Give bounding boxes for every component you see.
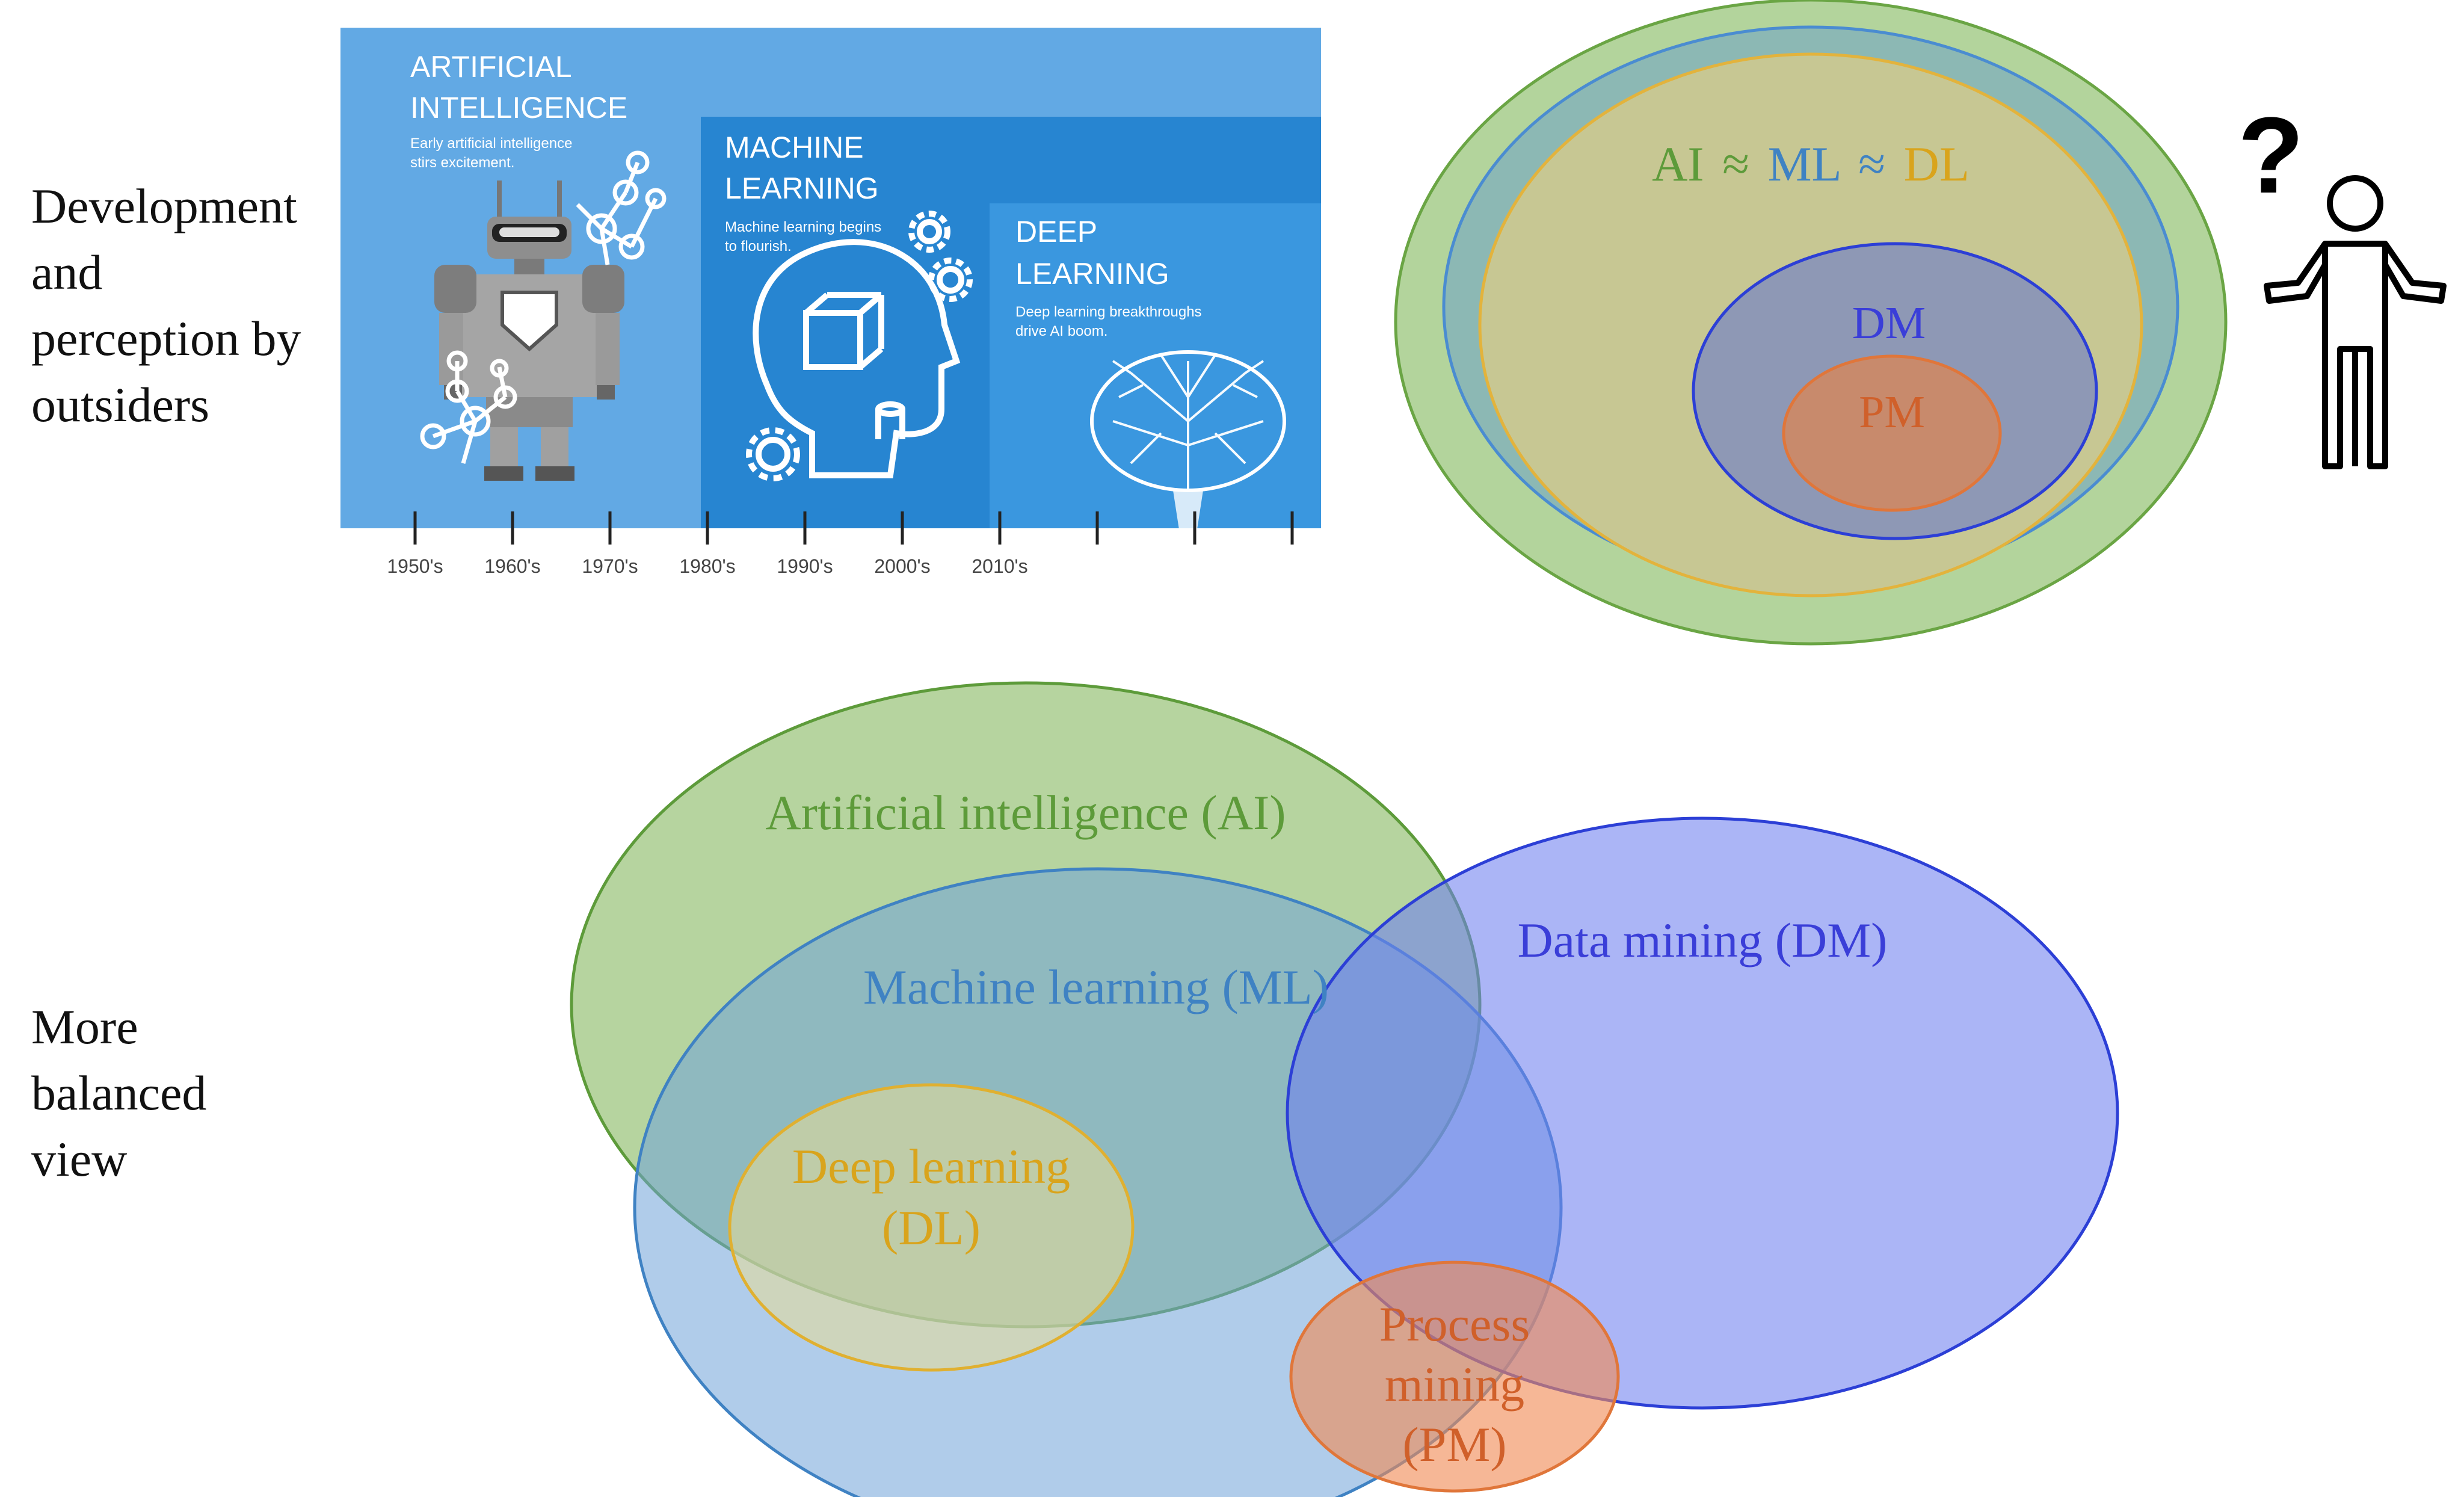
venn-pm-label: mining [1385, 1357, 1524, 1412]
perception-dm-label: DM [1852, 298, 1926, 348]
timeline-dl-description: drive AI boom. [1015, 323, 1107, 339]
venn-ml-label: Machine learning (ML) [863, 960, 1329, 1014]
venn-ai-label: Artificial intelligence (AI) [765, 785, 1286, 840]
venn-dl-label: (DL) [882, 1200, 981, 1255]
molecule-icon [420, 350, 517, 464]
timeline-decade-label: 1950's [387, 555, 443, 577]
timeline-ml-description: Machine learning begins [725, 219, 881, 235]
timeline-decade-label: 2000's [874, 555, 930, 577]
timeline-ai-description: stirs excitement. [410, 155, 514, 171]
venn-dm-label: Data mining (DM) [1518, 913, 1888, 968]
perception-ml-label: ML [1768, 137, 1840, 191]
approx-symbol: ≈ [1722, 137, 1749, 191]
venn-dl-ellipse [728, 1083, 1135, 1372]
timeline-dl-title: DEEP [1015, 215, 1097, 248]
timeline-dl-description: Deep learning breakthroughs [1015, 304, 1202, 320]
top-row-label-line: and [31, 245, 103, 300]
timeline-graphic: ARTIFICIAL INTELLIGENCE Early artificial… [340, 28, 1321, 577]
bottom-row-label-line: balanced [31, 1066, 207, 1120]
timeline-decade-label: 1970's [582, 555, 638, 577]
timeline-ml-title: LEARNING [725, 171, 879, 205]
timeline-ai-description: Early artificial intelligence [410, 135, 572, 152]
timeline-decade-label: 1990's [777, 555, 833, 577]
venn-dl-label: Deep learning [792, 1139, 1070, 1194]
perception-dl-label: DL [1904, 137, 1970, 191]
confused-person-icon: ? [2238, 95, 2447, 469]
timeline-ai-title: INTELLIGENCE [410, 91, 627, 125]
timeline-dl-title: LEARNING [1015, 257, 1169, 291]
venn-pm-ellipse [1289, 1261, 1620, 1493]
top-row-label: Development and perception by outsiders [31, 173, 301, 438]
molecule-icon [576, 150, 667, 265]
top-row-label-line: Development [31, 179, 297, 233]
timeline-ml-description: to flourish. [725, 238, 792, 255]
timeline-decade-label: 1980's [679, 555, 735, 577]
venn-dm-ellipse [1286, 816, 2119, 1410]
top-row-label-line: outsiders [31, 377, 210, 432]
bottom-row-label-line: view [31, 1132, 128, 1187]
perception-pm-label: PM [1859, 387, 1925, 437]
bottom-row-label: More balanced view [31, 994, 206, 1193]
perception-equation: AI ≈ ML ≈ DL [1652, 137, 1970, 191]
timeline-decade-label: 1960's [484, 555, 540, 577]
question-mark: ? [2238, 95, 2304, 216]
robot-icon [434, 181, 624, 481]
approx-symbol: ≈ [1858, 137, 1885, 191]
timeline-ai-title: ARTIFICIAL [410, 50, 572, 84]
bottom-row-label-line: More [31, 999, 138, 1054]
timeline-ml-title: MACHINE [725, 131, 864, 164]
timeline-background-dl [990, 203, 1321, 528]
venn-pm-label: Process [1379, 1297, 1530, 1351]
venn-diagram: Artificial intelligence (AI) Machine lea… [570, 681, 2119, 1497]
perception-diagram: AI ≈ ML ≈ DL DM PM [1394, 0, 2228, 646]
perception-ai-label: AI [1652, 137, 1704, 191]
timeline-axis: 1950's 1960's 1970's 1980's 1990's 2000's 2010… [387, 511, 1294, 577]
perception-pm-ellipse [1782, 354, 2002, 512]
top-row-label-line: perception by [31, 311, 301, 366]
gear-icon [746, 211, 973, 481]
timeline-decade-label: 2010's [972, 555, 1027, 577]
venn-pm-label: (PM) [1402, 1417, 1506, 1472]
